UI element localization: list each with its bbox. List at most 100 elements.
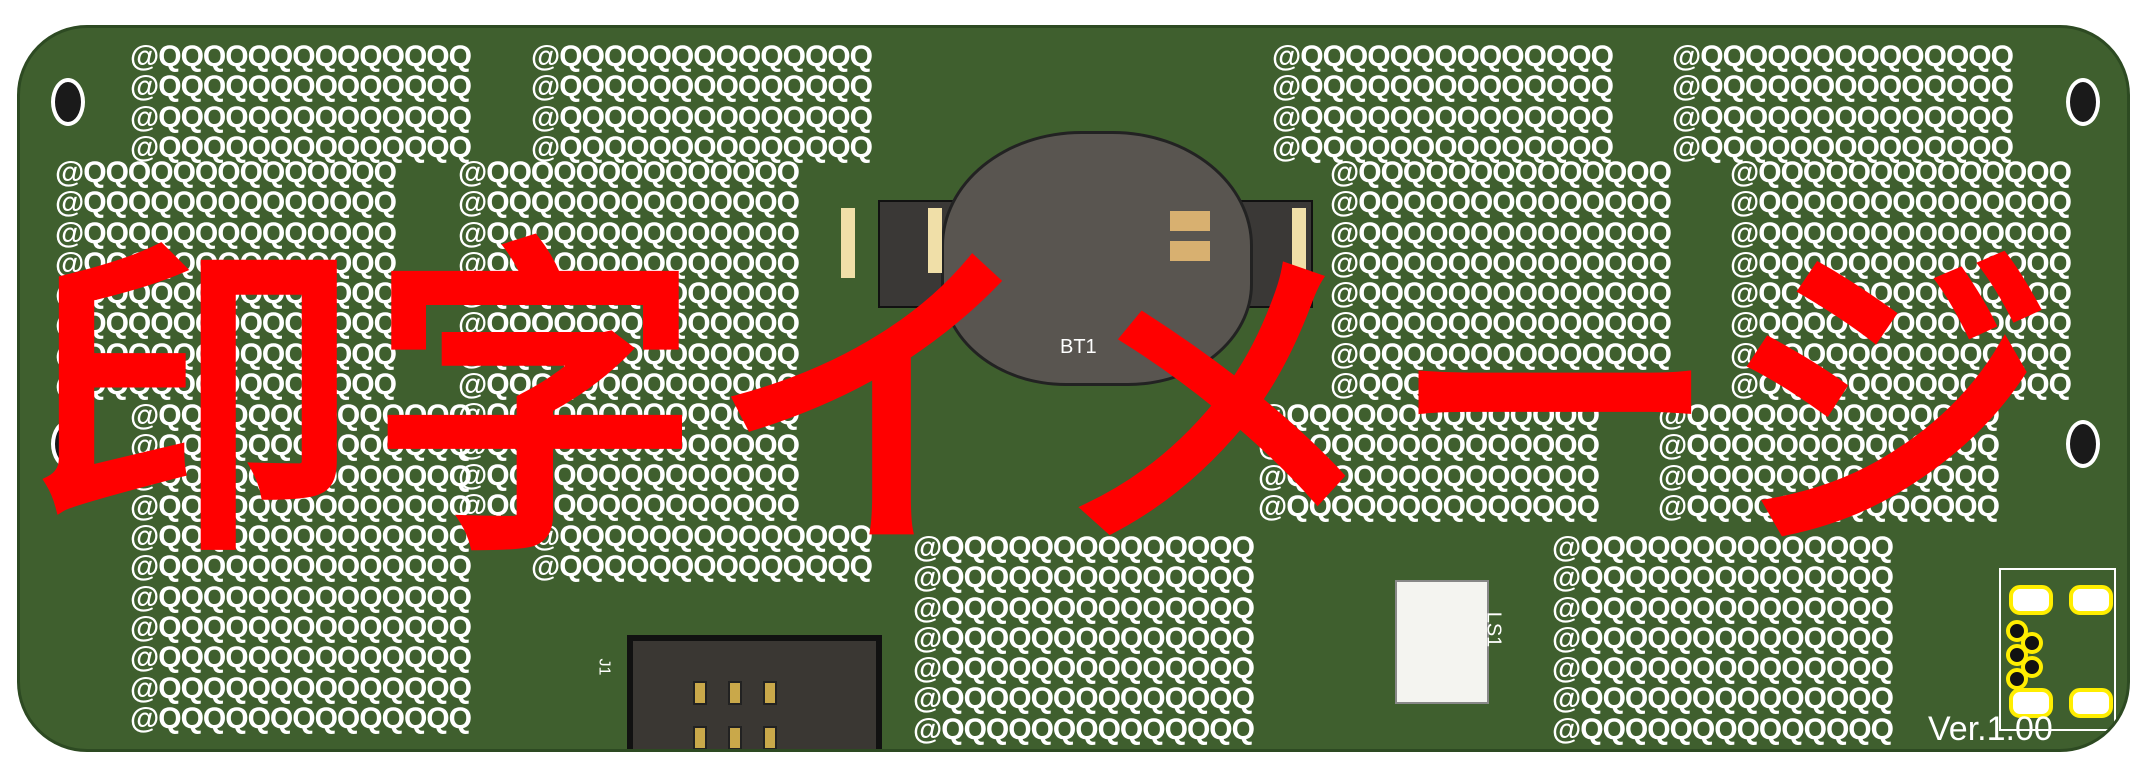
mounting-hole xyxy=(2066,420,2100,468)
hole-block-j: @QQQQQQQQQQQQQQ@QQQQQQQQQQQQQQ@QQQQQQQQQ… xyxy=(1330,156,1672,402)
hole-row: @QQQQQQQQQQQQQQ xyxy=(55,186,397,220)
hole-row: @QQQQQQQQQQQQQQ xyxy=(1330,277,1672,311)
speaker-connector xyxy=(1395,580,1489,704)
hole-row: @QQQQQQQQQQQQQQ xyxy=(130,641,472,675)
hole-row: @QQQQQQQQQQQQQQ xyxy=(458,428,800,462)
hole-block-f: @QQQQQQQQQQQQQQ@QQQQQQQQQQQQQQ@QQQQQQQQQ… xyxy=(458,156,800,523)
hole-row: @QQQQQQQQQQQQQQ xyxy=(531,100,873,134)
pin-header-connector xyxy=(627,635,882,749)
version-label: Ver.1.00 xyxy=(1928,710,2053,748)
hole-row: @QQQQQQQQQQQQQQ xyxy=(1552,652,1894,686)
hole-row: @QQQQQQQQQQQQQQ xyxy=(1672,70,2014,104)
hole-row: @QQQQQQQQQQQQQQ xyxy=(1658,429,2000,463)
hole-block-d: @QQQQQQQQQQQQQQ@QQQQQQQQQQQQQQ@QQQQQQQQQ… xyxy=(1672,40,2014,164)
hole-block-i: @QQQQQQQQQQQQQQ@QQQQQQQQQQQQQQ@QQQQQQQQQ… xyxy=(913,531,1255,746)
hole-row: @QQQQQQQQQQQQQQ xyxy=(1330,368,1672,402)
hole-row: @QQQQQQQQQQQQQQ xyxy=(458,398,800,432)
hole-row: @QQQQQQQQQQQQQQ xyxy=(1330,156,1672,189)
hole-row: @QQQQQQQQQQQQQQ xyxy=(1330,337,1672,371)
hole-row: @QQQQQQQQQQQQQQ xyxy=(1552,712,1894,746)
hole-block-h: @QQQQQQQQQQQQQQ@QQQQQQQQQQQQQQ xyxy=(531,520,873,583)
hole-row: @QQQQQQQQQQQQQQ xyxy=(1730,337,2072,371)
hole-row: @QQQQQQQQQQQQQQ xyxy=(458,216,800,250)
hole-row: @QQQQQQQQQQQQQQ xyxy=(458,246,800,280)
hole-row: @QQQQQQQQQQQQQQ xyxy=(1658,459,2000,493)
hole-row: @QQQQQQQQQQQQQQ xyxy=(458,277,800,311)
hole-row: @QQQQQQQQQQQQQQ xyxy=(1730,368,2072,402)
hole-block-m: @QQQQQQQQQQQQQQ@QQQQQQQQQQQQQQ@QQQQQQQQQ… xyxy=(1658,400,2000,522)
hole-row: @QQQQQQQQQQQQQQ xyxy=(531,520,873,553)
battery-pad xyxy=(1292,208,1306,278)
hole-row: @QQQQQQQQQQQQQQ xyxy=(130,40,472,73)
speaker-label: LS1 xyxy=(1482,611,1505,648)
hole-row: @QQQQQQQQQQQQQQ xyxy=(458,458,800,492)
hole-row: @QQQQQQQQQQQQQQ xyxy=(1258,429,1600,463)
header-label: J1 xyxy=(595,658,613,676)
battery-pad xyxy=(841,208,855,278)
hole-row: @QQQQQQQQQQQQQQ xyxy=(1552,531,1894,564)
hole-row: @QQQQQQQQQQQQQQ xyxy=(913,531,1255,564)
hole-row: @QQQQQQQQQQQQQQ xyxy=(55,337,397,371)
battery-contact xyxy=(1170,241,1210,261)
hole-row: @QQQQQQQQQQQQQQ xyxy=(458,489,800,523)
hole-row: @QQQQQQQQQQQQQQ xyxy=(1258,459,1600,493)
hole-row: @QQQQQQQQQQQQQQ xyxy=(1730,246,2072,280)
print-image-overlay-text: 印字イメージ xyxy=(30,213,2064,597)
hole-row: @QQQQQQQQQQQQQQ xyxy=(458,337,800,371)
hole-row: @QQQQQQQQQQQQQQ xyxy=(1552,682,1894,716)
hole-row: @QQQQQQQQQQQQQQ xyxy=(1330,186,1672,220)
hole-row: @QQQQQQQQQQQQQQ xyxy=(913,652,1255,686)
hole-row: @QQQQQQQQQQQQQQ xyxy=(1272,130,1614,164)
hole-row: @QQQQQQQQQQQQQQ xyxy=(1258,489,1600,523)
battery-contact xyxy=(928,208,942,273)
hole-row: @QQQQQQQQQQQQQQ xyxy=(1730,186,2072,220)
hole-row: @QQQQQQQQQQQQQQ xyxy=(531,130,873,164)
hole-row: @QQQQQQQQQQQQQQ xyxy=(55,277,397,311)
hole-row: @QQQQQQQQQQQQQQ xyxy=(130,100,472,134)
hole-row: @QQQQQQQQQQQQQQ xyxy=(1672,130,2014,164)
hole-row: @QQQQQQQQQQQQQQ xyxy=(1272,40,1614,73)
hole-block-l: @QQQQQQQQQQQQQQ@QQQQQQQQQQQQQQ@QQQQQQQQQ… xyxy=(1730,156,2072,402)
hole-row: @QQQQQQQQQQQQQQ xyxy=(1730,216,2072,250)
hole-row: @QQQQQQQQQQQQQQ xyxy=(458,307,800,341)
hole-block-g: @QQQQQQQQQQQQQQ@QQQQQQQQQQQQQQ@QQQQQQQQQ… xyxy=(130,400,472,735)
battery-contact xyxy=(1170,211,1210,231)
hole-row: @QQQQQQQQQQQQQQ xyxy=(913,561,1255,595)
battery-label: BT1 xyxy=(1060,336,1097,358)
mounting-hole xyxy=(2066,78,2100,126)
hole-block-n: @QQQQQQQQQQQQQQ@QQQQQQQQQQQQQQ@QQQQQQQQQ… xyxy=(1552,531,1894,746)
pcb-board: @QQQQQQQQQQQQQQ@QQQQQQQQQQQQQQ@QQQQQQQQQ… xyxy=(17,25,2130,752)
hole-row: @QQQQQQQQQQQQQQ xyxy=(1330,307,1672,341)
hole-row: @QQQQQQQQQQQQQQ xyxy=(913,712,1255,746)
mounting-hole xyxy=(51,78,85,126)
hole-row: @QQQQQQQQQQQQQQ xyxy=(1672,40,2014,73)
hole-row: @QQQQQQQQQQQQQQ xyxy=(130,429,472,463)
hole-row: @QQQQQQQQQQQQQQ xyxy=(130,580,472,614)
hole-row: @QQQQQQQQQQQQQQ xyxy=(130,70,472,104)
hole-row: @QQQQQQQQQQQQQQ xyxy=(130,550,472,584)
hole-row: @QQQQQQQQQQQQQQ xyxy=(55,216,397,250)
hole-row: @QQQQQQQQQQQQQQ xyxy=(1272,100,1614,134)
hole-row: @QQQQQQQQQQQQQQ xyxy=(531,70,873,104)
hole-row: @QQQQQQQQQQQQQQ xyxy=(458,156,800,189)
hole-row: @QQQQQQQQQQQQQQ xyxy=(913,591,1255,625)
hole-row: @QQQQQQQQQQQQQQ xyxy=(55,368,397,402)
hole-row: @QQQQQQQQQQQQQQ xyxy=(130,130,472,164)
hole-row: @QQQQQQQQQQQQQQ xyxy=(1258,399,1600,432)
hole-row: @QQQQQQQQQQQQQQ xyxy=(130,459,472,493)
hole-row: @QQQQQQQQQQQQQQ xyxy=(130,520,472,554)
hole-block-k: @QQQQQQQQQQQQQQ@QQQQQQQQQQQQQQ@QQQQQQQQQ… xyxy=(1258,399,1600,523)
mounting-hole xyxy=(51,420,85,468)
hole-row: @QQQQQQQQQQQQQQ xyxy=(1330,246,1672,280)
hole-row: @QQQQQQQQQQQQQQ xyxy=(130,611,472,645)
hole-block-a: @QQQQQQQQQQQQQQ@QQQQQQQQQQQQQQ@QQQQQQQQQ… xyxy=(130,40,472,164)
hole-row: @QQQQQQQQQQQQQQ xyxy=(1552,561,1894,595)
hole-block-b: @QQQQQQQQQQQQQQ@QQQQQQQQQQQQQQ@QQQQQQQQQ… xyxy=(531,41,873,164)
hole-row: @QQQQQQQQQQQQQQ xyxy=(55,307,397,341)
hole-row: @QQQQQQQQQQQQQQ xyxy=(1730,156,2072,189)
hole-row: @QQQQQQQQQQQQQQ xyxy=(458,368,800,402)
hole-row: @QQQQQQQQQQQQQQ xyxy=(913,682,1255,716)
hole-row: @QQQQQQQQQQQQQQ xyxy=(130,701,472,735)
hole-row: @QQQQQQQQQQQQQQ xyxy=(1730,307,2072,341)
hole-row: @QQQQQQQQQQQQQQ xyxy=(130,671,472,705)
